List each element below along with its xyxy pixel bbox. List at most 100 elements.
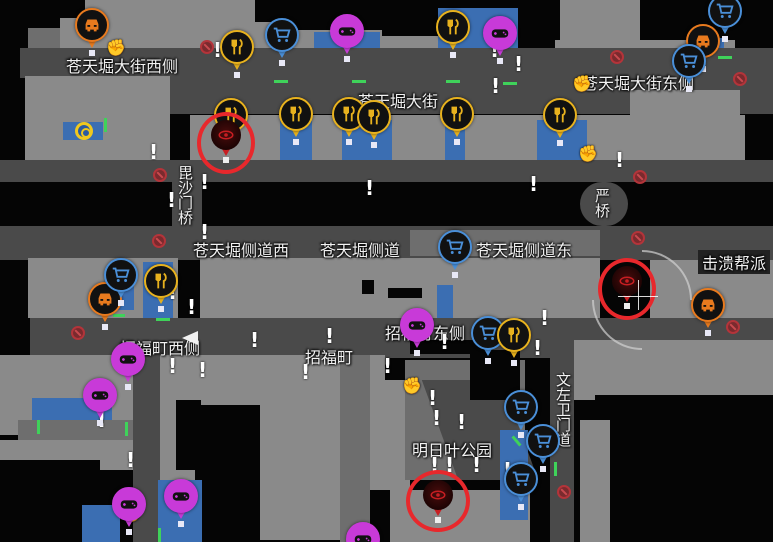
cart-icon xyxy=(265,18,299,52)
fork-knife-icon xyxy=(144,264,178,298)
no-entry-icon xyxy=(71,326,85,340)
no-entry-icon xyxy=(152,234,166,248)
event-marker-icon[interactable]: ! xyxy=(301,360,311,384)
taxi-pin[interactable] xyxy=(75,8,109,56)
arcade-pin[interactable] xyxy=(330,14,364,62)
event-marker-icon[interactable]: ! xyxy=(615,148,625,172)
cart-icon xyxy=(438,230,472,264)
event-marker-icon[interactable]: ! xyxy=(472,453,482,477)
taxi-pin[interactable] xyxy=(691,288,725,336)
event-marker-icon[interactable]: ! xyxy=(440,330,450,354)
arcade-pin[interactable] xyxy=(112,487,146,535)
shop-pin[interactable] xyxy=(265,18,299,66)
no-entry-icon xyxy=(631,231,645,245)
restaurant-pin[interactable] xyxy=(279,97,313,145)
arcade-pin[interactable] xyxy=(111,342,145,390)
event-marker-icon[interactable]: ! xyxy=(168,354,178,378)
target-marker[interactable] xyxy=(406,470,470,532)
road xyxy=(340,355,370,542)
arcade-pin[interactable] xyxy=(83,378,117,426)
building xyxy=(580,420,610,542)
target-ring xyxy=(197,112,255,174)
shop-pin[interactable] xyxy=(526,424,560,472)
road xyxy=(0,226,773,260)
player-arrow-icon xyxy=(182,331,198,345)
arcade-pin[interactable] xyxy=(164,479,198,527)
restaurant-pin[interactable] xyxy=(220,30,254,78)
building xyxy=(388,288,422,298)
no-entry-icon xyxy=(633,170,647,184)
event-marker-icon[interactable]: ! xyxy=(187,295,197,319)
gang-fight-icon[interactable]: ✊ xyxy=(578,144,598,163)
event-marker-icon[interactable]: ! xyxy=(430,453,440,477)
cart-icon xyxy=(672,44,706,78)
shop-pin[interactable] xyxy=(708,0,742,42)
door-marker xyxy=(274,80,288,83)
shop-pin[interactable] xyxy=(438,230,472,278)
event-marker-icon[interactable]: ! xyxy=(200,220,210,244)
street-label: 苍天堀大街东侧 xyxy=(582,74,695,93)
gamepad-icon xyxy=(112,487,146,521)
street-label: 苍天堀侧道东 xyxy=(476,241,573,260)
objective-label: 击溃帮派 xyxy=(698,250,771,274)
event-marker-icon[interactable]: ! xyxy=(149,140,159,164)
fork-knife-icon xyxy=(440,97,474,131)
event-marker-icon[interactable]: ! xyxy=(491,74,501,98)
event-marker-icon[interactable]: ! xyxy=(383,354,393,378)
door-marker xyxy=(446,80,460,83)
eye-icon xyxy=(211,120,241,150)
event-marker-icon[interactable]: ! xyxy=(167,188,177,212)
quest-marker-icon[interactable] xyxy=(75,122,93,140)
restaurant-pin[interactable] xyxy=(357,100,391,148)
building xyxy=(574,340,773,400)
taxi-icon xyxy=(691,288,725,322)
target-marker[interactable] xyxy=(197,112,255,174)
restaurant-pin[interactable] xyxy=(436,10,470,58)
event-marker-icon[interactable]: ! xyxy=(457,410,467,434)
event-marker-icon[interactable]: ! xyxy=(432,406,442,430)
restaurant-pin[interactable] xyxy=(497,318,531,366)
fork-knife-icon xyxy=(543,98,577,132)
gang-fight-icon[interactable]: ✊ xyxy=(572,74,592,93)
gamepad-icon xyxy=(111,342,145,376)
restaurant-pin[interactable] xyxy=(144,264,178,312)
event-marker-icon[interactable]: ! xyxy=(198,358,208,382)
gang-fight-icon[interactable]: ✊ xyxy=(106,38,126,57)
bridge xyxy=(580,182,628,226)
cart-icon xyxy=(504,390,538,424)
building xyxy=(260,400,340,540)
shop-pin[interactable] xyxy=(504,390,538,438)
event-marker-icon[interactable]: ! xyxy=(126,448,136,472)
door-marker xyxy=(125,422,128,436)
arcade-pin[interactable] xyxy=(346,522,380,542)
door-marker xyxy=(104,118,107,132)
door-marker xyxy=(554,462,557,476)
event-marker-icon[interactable]: ! xyxy=(533,336,543,360)
shop-pin[interactable] xyxy=(672,44,706,92)
event-marker-icon[interactable]: ! xyxy=(325,324,335,348)
gang-fight-icon[interactable]: ✊ xyxy=(402,376,422,395)
shop-pin[interactable] xyxy=(504,462,538,510)
void xyxy=(195,405,260,505)
cart-icon xyxy=(104,258,138,292)
shop-pin[interactable] xyxy=(104,258,138,306)
event-marker-icon[interactable]: ! xyxy=(540,306,550,330)
no-entry-icon xyxy=(200,40,214,54)
event-marker-icon[interactable]: ! xyxy=(529,172,539,196)
event-marker-icon[interactable]: ! xyxy=(365,176,375,200)
no-entry-icon xyxy=(726,320,740,334)
arcade-pin[interactable] xyxy=(400,308,434,356)
event-marker-icon[interactable]: ! xyxy=(200,170,210,194)
event-marker-icon[interactable]: ! xyxy=(213,38,223,62)
event-marker-icon[interactable]: ! xyxy=(250,328,260,352)
street-label: 招福町 xyxy=(305,348,354,367)
restaurant-pin[interactable] xyxy=(543,98,577,146)
restaurant-pin[interactable] xyxy=(440,97,474,145)
target-marker-selected[interactable] xyxy=(571,229,713,371)
event-marker-icon[interactable]: ! xyxy=(428,386,438,410)
event-marker-icon[interactable]: ! xyxy=(514,52,524,76)
arcade-pin[interactable] xyxy=(483,16,517,64)
event-marker-icon[interactable]: ! xyxy=(445,453,455,477)
door-marker xyxy=(718,56,732,59)
